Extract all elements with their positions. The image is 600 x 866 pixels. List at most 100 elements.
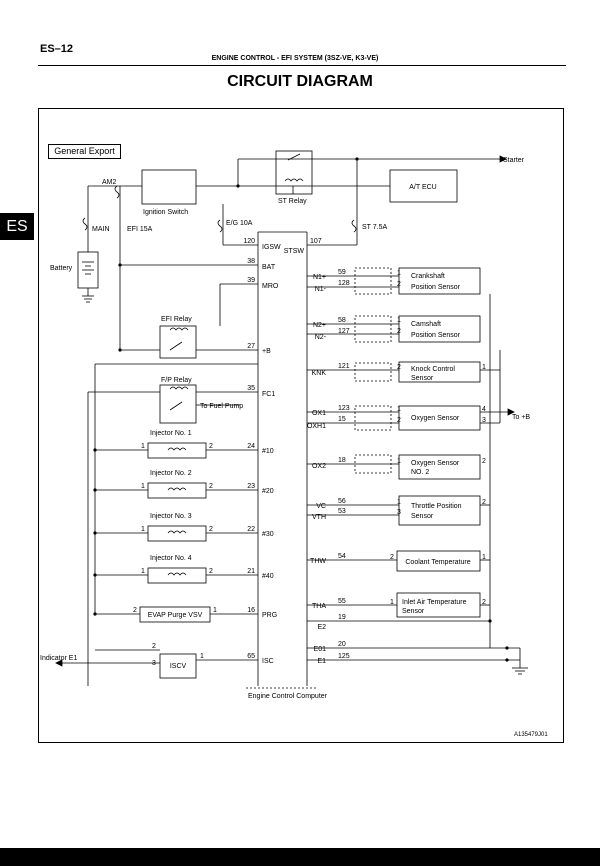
crank-label-2: Position Sensor (411, 284, 461, 291)
terminal-number: 1 (482, 364, 486, 371)
pin-num-30: 22 (247, 526, 255, 533)
pin-name-n2m: N2- (315, 334, 327, 341)
terminal-number: 2 (209, 568, 213, 575)
pin-name-20: #20 (262, 488, 274, 495)
knock-label-2: Sensor (411, 375, 434, 382)
iscv-label: ISCV (170, 663, 187, 670)
terminal-number: 2 (209, 526, 213, 533)
to-plus-b-label: To +B (512, 414, 530, 421)
pin-num-20: 23 (247, 483, 255, 490)
pin-name-bat: BAT (262, 264, 276, 271)
terminal-number: 1 (200, 653, 204, 660)
pin-num-e01: 20 (338, 641, 346, 648)
terminal-number: 2 (209, 443, 213, 450)
page-number: ES–12 (40, 43, 74, 55)
terminal-number: 1 (141, 483, 145, 490)
injector3-label: Injector No. 3 (150, 513, 192, 520)
pin-num-n2p: 58 (338, 317, 346, 324)
diagram-frame (38, 108, 564, 743)
cam-label-1: Camshaft (411, 321, 441, 328)
pin-num-ox2: 18 (338, 457, 346, 464)
footer-url: [1024x1450]http://upic.me/ (423, 832, 596, 845)
pin-num-stsw: 107 (310, 238, 322, 245)
ecu-label: Engine Control Computer (248, 693, 328, 700)
pin-num-n1m: 128 (338, 280, 350, 287)
injector1-label: Injector No. 1 (150, 430, 192, 437)
terminal-number: 2 (482, 458, 486, 465)
evap-label: EVAP Purge VSV (148, 612, 203, 619)
header-rule (38, 65, 566, 66)
pin-num-n2m: 127 (338, 328, 350, 335)
crank-label-1: Crankshaft (411, 273, 445, 280)
pin-name-thw: THW (310, 558, 326, 565)
battery-label: Battery (50, 265, 73, 272)
pin-name-isc: ISC (262, 658, 274, 665)
pin-num-e1: 125 (338, 653, 350, 660)
terminal-number: 1 (213, 607, 217, 614)
am2-label: AM2 (102, 179, 117, 186)
terminal-number: 2 (133, 607, 137, 614)
pin-num-knk: 121 (338, 363, 350, 370)
terminal-number: 2 (482, 599, 486, 606)
terminal-number: 2 (390, 554, 394, 561)
figure-id: A135479J01 (514, 732, 548, 738)
pin-num-isc: 65 (247, 653, 255, 660)
pin-name-10: #10 (262, 448, 274, 455)
pin-num-thw: 54 (338, 553, 346, 560)
terminal-number: 4 (482, 406, 486, 413)
pin-name-igsw: IGSW (262, 244, 281, 251)
fp-relay-label: F/P Relay (161, 377, 192, 384)
pin-name-plus-b: +B (262, 348, 271, 355)
pin-num-oxh1: 15 (338, 416, 346, 423)
starter-label: Starter (503, 157, 525, 164)
efi15a-label: EFI 15A (127, 226, 153, 233)
pin-name-prg: PRG (262, 612, 277, 619)
eg10a-label: E/G 10A (226, 220, 253, 227)
terminal-number: 1 (390, 599, 394, 606)
terminal-number: 1 (397, 499, 401, 506)
to-fuel-pump-label: To Fuel Pump (200, 403, 243, 410)
pin-num-n1p: 59 (338, 269, 346, 276)
terminal-number: 1 (397, 317, 401, 324)
pin-name-vc: VC (316, 503, 326, 510)
pin-name-e1: E1 (317, 658, 326, 665)
oxy2-label-1: Oxygen Sensor (411, 460, 460, 467)
pin-name-n1p: N1+ (313, 274, 326, 281)
pin-name-fc1: FC1 (262, 391, 275, 398)
iat-label-2: Sensor (402, 608, 425, 615)
injector4-label: Injector No. 4 (150, 555, 192, 562)
tps-label-1: Throttle Position (411, 503, 462, 510)
terminal-number: 2 (482, 499, 486, 506)
pin-num-bat: 38 (247, 258, 255, 265)
pin-num-10: 24 (247, 443, 255, 450)
terminal-number: 1 (141, 443, 145, 450)
pin-num-prg: 16 (247, 607, 255, 614)
terminal-number: 2 (397, 328, 401, 335)
main-fuse-label: MAIN (92, 226, 110, 233)
pin-name-oxh1: OXH1 (307, 423, 326, 430)
pin-name-tha: THA (312, 603, 326, 610)
pin-num-igsw: 120 (243, 238, 255, 245)
pin-name-n1m: N1- (315, 286, 327, 293)
pin-num-fc1: 35 (247, 385, 255, 392)
indicator-e1-label: Indicator E1 (40, 655, 77, 662)
circuit-diagram: 120 IGSW 38 BAT 39 MRO 27 +B 35 FC1 24 #… (40, 150, 548, 738)
terminal-number: 2 (397, 417, 401, 424)
st75a-label: ST 7.5A (362, 224, 387, 231)
pin-num-ox1: 123 (338, 405, 350, 412)
pin-name-40: #40 (262, 573, 274, 580)
injector2-label: Injector No. 2 (150, 470, 192, 477)
section-tab: ES (0, 213, 34, 240)
pin-name-e2: E2 (317, 624, 326, 631)
section-title: ENGINE CONTROL - EFI SYSTEM (3SZ-VE, K3-… (211, 55, 379, 62)
pin-name-mro: MRO (262, 283, 279, 290)
terminal-number: 3 (397, 509, 401, 516)
pin-num-40: 21 (247, 568, 255, 575)
pin-name-ox2: OX2 (312, 463, 326, 470)
manual-page: ES–12 ENGINE CONTROL - EFI SYSTEM (3SZ-V… (0, 0, 600, 848)
pin-num-plus-b: 27 (247, 343, 255, 350)
terminal-number: 1 (141, 568, 145, 575)
coolant-label: Coolant Temperature (405, 559, 470, 566)
tps-label-2: Sensor (411, 513, 434, 520)
terminal-number: 1 (141, 526, 145, 533)
